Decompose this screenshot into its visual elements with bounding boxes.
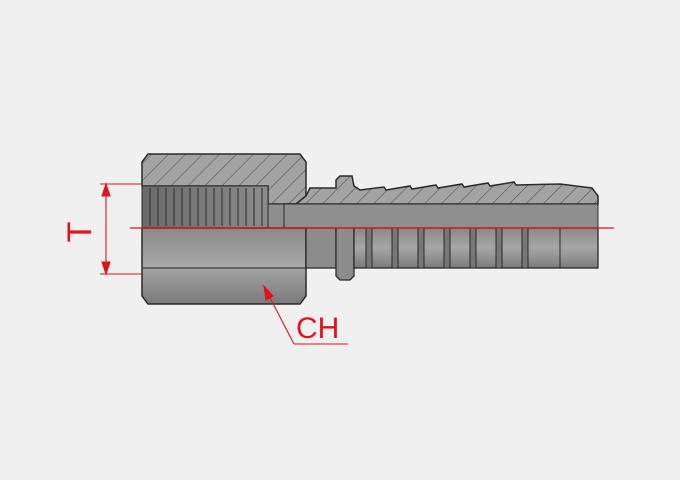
hex-nut-body [141, 227, 307, 305]
hex-dimension-label: CH [296, 312, 339, 345]
thread-dimension-label: T [61, 222, 99, 243]
stem-bore [283, 203, 599, 229]
bore-step [267, 203, 285, 229]
stem-collar [335, 227, 355, 281]
dimension-t [100, 182, 142, 276]
dimension-ch [263, 284, 348, 345]
thread-teeth [149, 188, 263, 226]
section-view [141, 153, 599, 229]
exterior-view [141, 227, 599, 305]
internal-thread [141, 185, 269, 229]
stem-neck [305, 227, 337, 269]
barb-rings [365, 227, 529, 269]
stem-section [284, 175, 599, 205]
